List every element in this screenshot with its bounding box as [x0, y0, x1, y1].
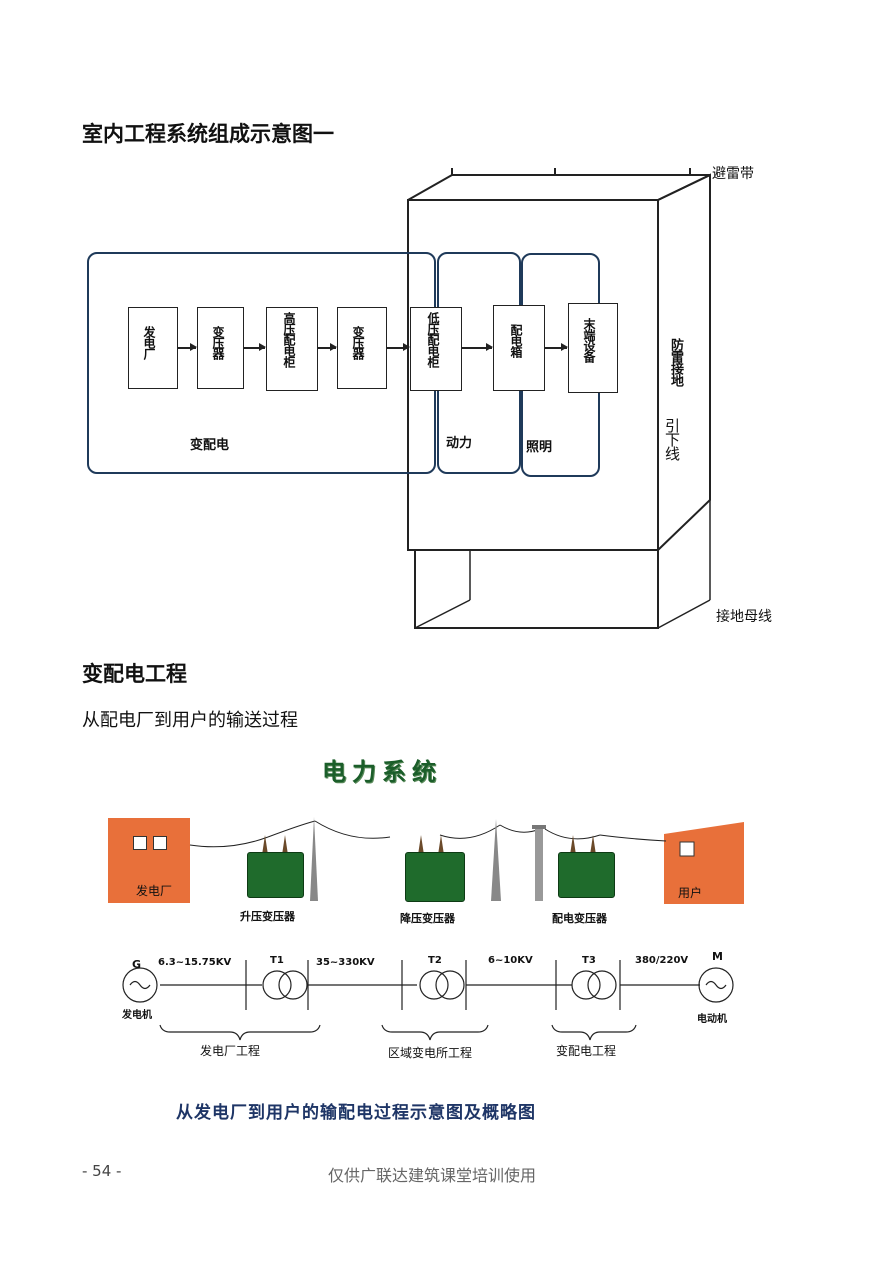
step-up-transformer [247, 852, 304, 898]
power-figure-caption: 从发电厂到用户的输配电过程示意图及概略图 [176, 1103, 536, 1123]
gen-label: 发电机 [122, 1010, 152, 1021]
box-hv-cabinet: 高压配电柜 [266, 307, 318, 391]
eng-label-1: 发电厂工程 [200, 1044, 261, 1058]
gen-letter: G [132, 958, 142, 971]
box-lv-cabinet: 低压配电柜 [410, 307, 462, 391]
transformer-label-3: 配电变压器 [552, 912, 607, 925]
eng-label-3: 变配电工程 [556, 1044, 617, 1058]
section2-subtitle: 从配电厂到用户的输送过程 [82, 710, 298, 731]
plant-label: 发电厂 [136, 884, 173, 898]
voltage-1: 6.3~15.75KV [158, 957, 232, 968]
motor-label: 电动机 [697, 1014, 727, 1025]
distribution-transformer [558, 852, 615, 898]
motor-letter: M [712, 950, 723, 963]
down-lead-label: 引下线 [663, 418, 681, 460]
section1-title: 室内工程系统组成示意图一 [82, 122, 334, 146]
box-power-plant: 发电厂 [128, 307, 178, 389]
power-plant-building: 发电厂 [108, 818, 190, 903]
box-distribution-box: 配电箱 [493, 305, 545, 391]
box-transformer-1: 变压器 [197, 307, 244, 389]
building-diagram [407, 168, 711, 629]
t3-label: T3 [582, 955, 596, 966]
footer-watermark: 仅供广联达建筑课堂培训使用 [328, 1166, 537, 1185]
lightning-belt-label: 避雷带 [712, 166, 754, 182]
transformer-label-2: 降压变压器 [400, 912, 455, 925]
box-transformer-2: 变压器 [337, 307, 387, 389]
voltage-4: 380/220V [635, 955, 689, 966]
group-label-power: 动力 [446, 436, 473, 451]
transformer-label-1: 升压变压器 [240, 910, 295, 923]
step-down-transformer [405, 852, 465, 902]
group-label-lighting: 照明 [526, 440, 553, 455]
arrow-1 [177, 344, 197, 350]
power-figure-title: 电力系统 [322, 757, 442, 786]
section2-title: 变配电工程 [82, 662, 187, 686]
box-end-device: 末端设备 [568, 303, 618, 393]
single-line-schematic [122, 960, 734, 1041]
lightning-ground-label: 防雷接地 [668, 338, 683, 386]
power-lines [189, 817, 667, 901]
user-building [664, 822, 744, 904]
voltage-3: 6~10KV [488, 955, 533, 966]
eng-label-2: 区域变电所工程 [388, 1046, 473, 1060]
voltage-2: 35~330KV [316, 957, 375, 968]
arrow-5 [461, 344, 493, 350]
group-label-substation: 变配电 [190, 438, 230, 453]
arrow-2 [243, 344, 266, 350]
arrow-4 [386, 344, 410, 350]
ground-bus-label: 接地母线 [716, 609, 772, 625]
page-number: - 54 - [82, 1162, 122, 1180]
user-label: 用户 [678, 886, 703, 900]
arrow-3 [317, 344, 337, 350]
t1-label: T1 [270, 955, 284, 966]
t2-label: T2 [428, 955, 442, 966]
arrow-6 [544, 344, 568, 350]
